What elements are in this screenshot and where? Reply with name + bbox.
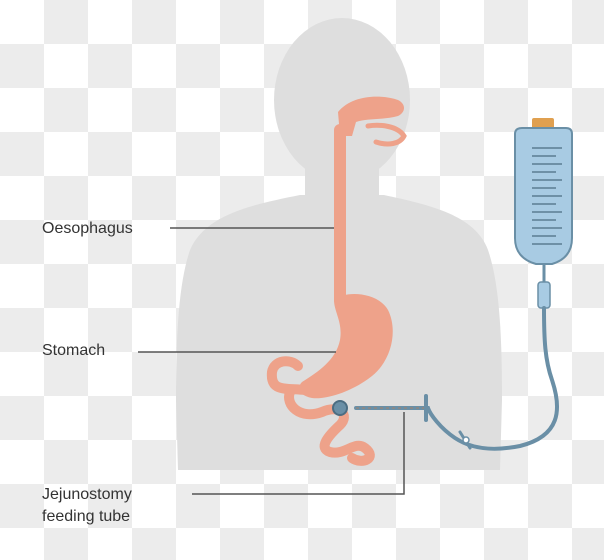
stomach-label: Stomach (42, 340, 105, 362)
jejunostomy-label-line1: Jejunostomy (42, 484, 132, 506)
feeding-bag (515, 118, 572, 308)
side-port-cap (463, 437, 469, 443)
stoma-site (333, 401, 347, 415)
jejunostomy-label-line2: feeding tube (42, 506, 132, 528)
oesophagus-label: Oesophagus (42, 218, 133, 240)
jejunostomy-label: Jejunostomy feeding tube (42, 484, 132, 528)
drip-chamber (538, 282, 550, 308)
